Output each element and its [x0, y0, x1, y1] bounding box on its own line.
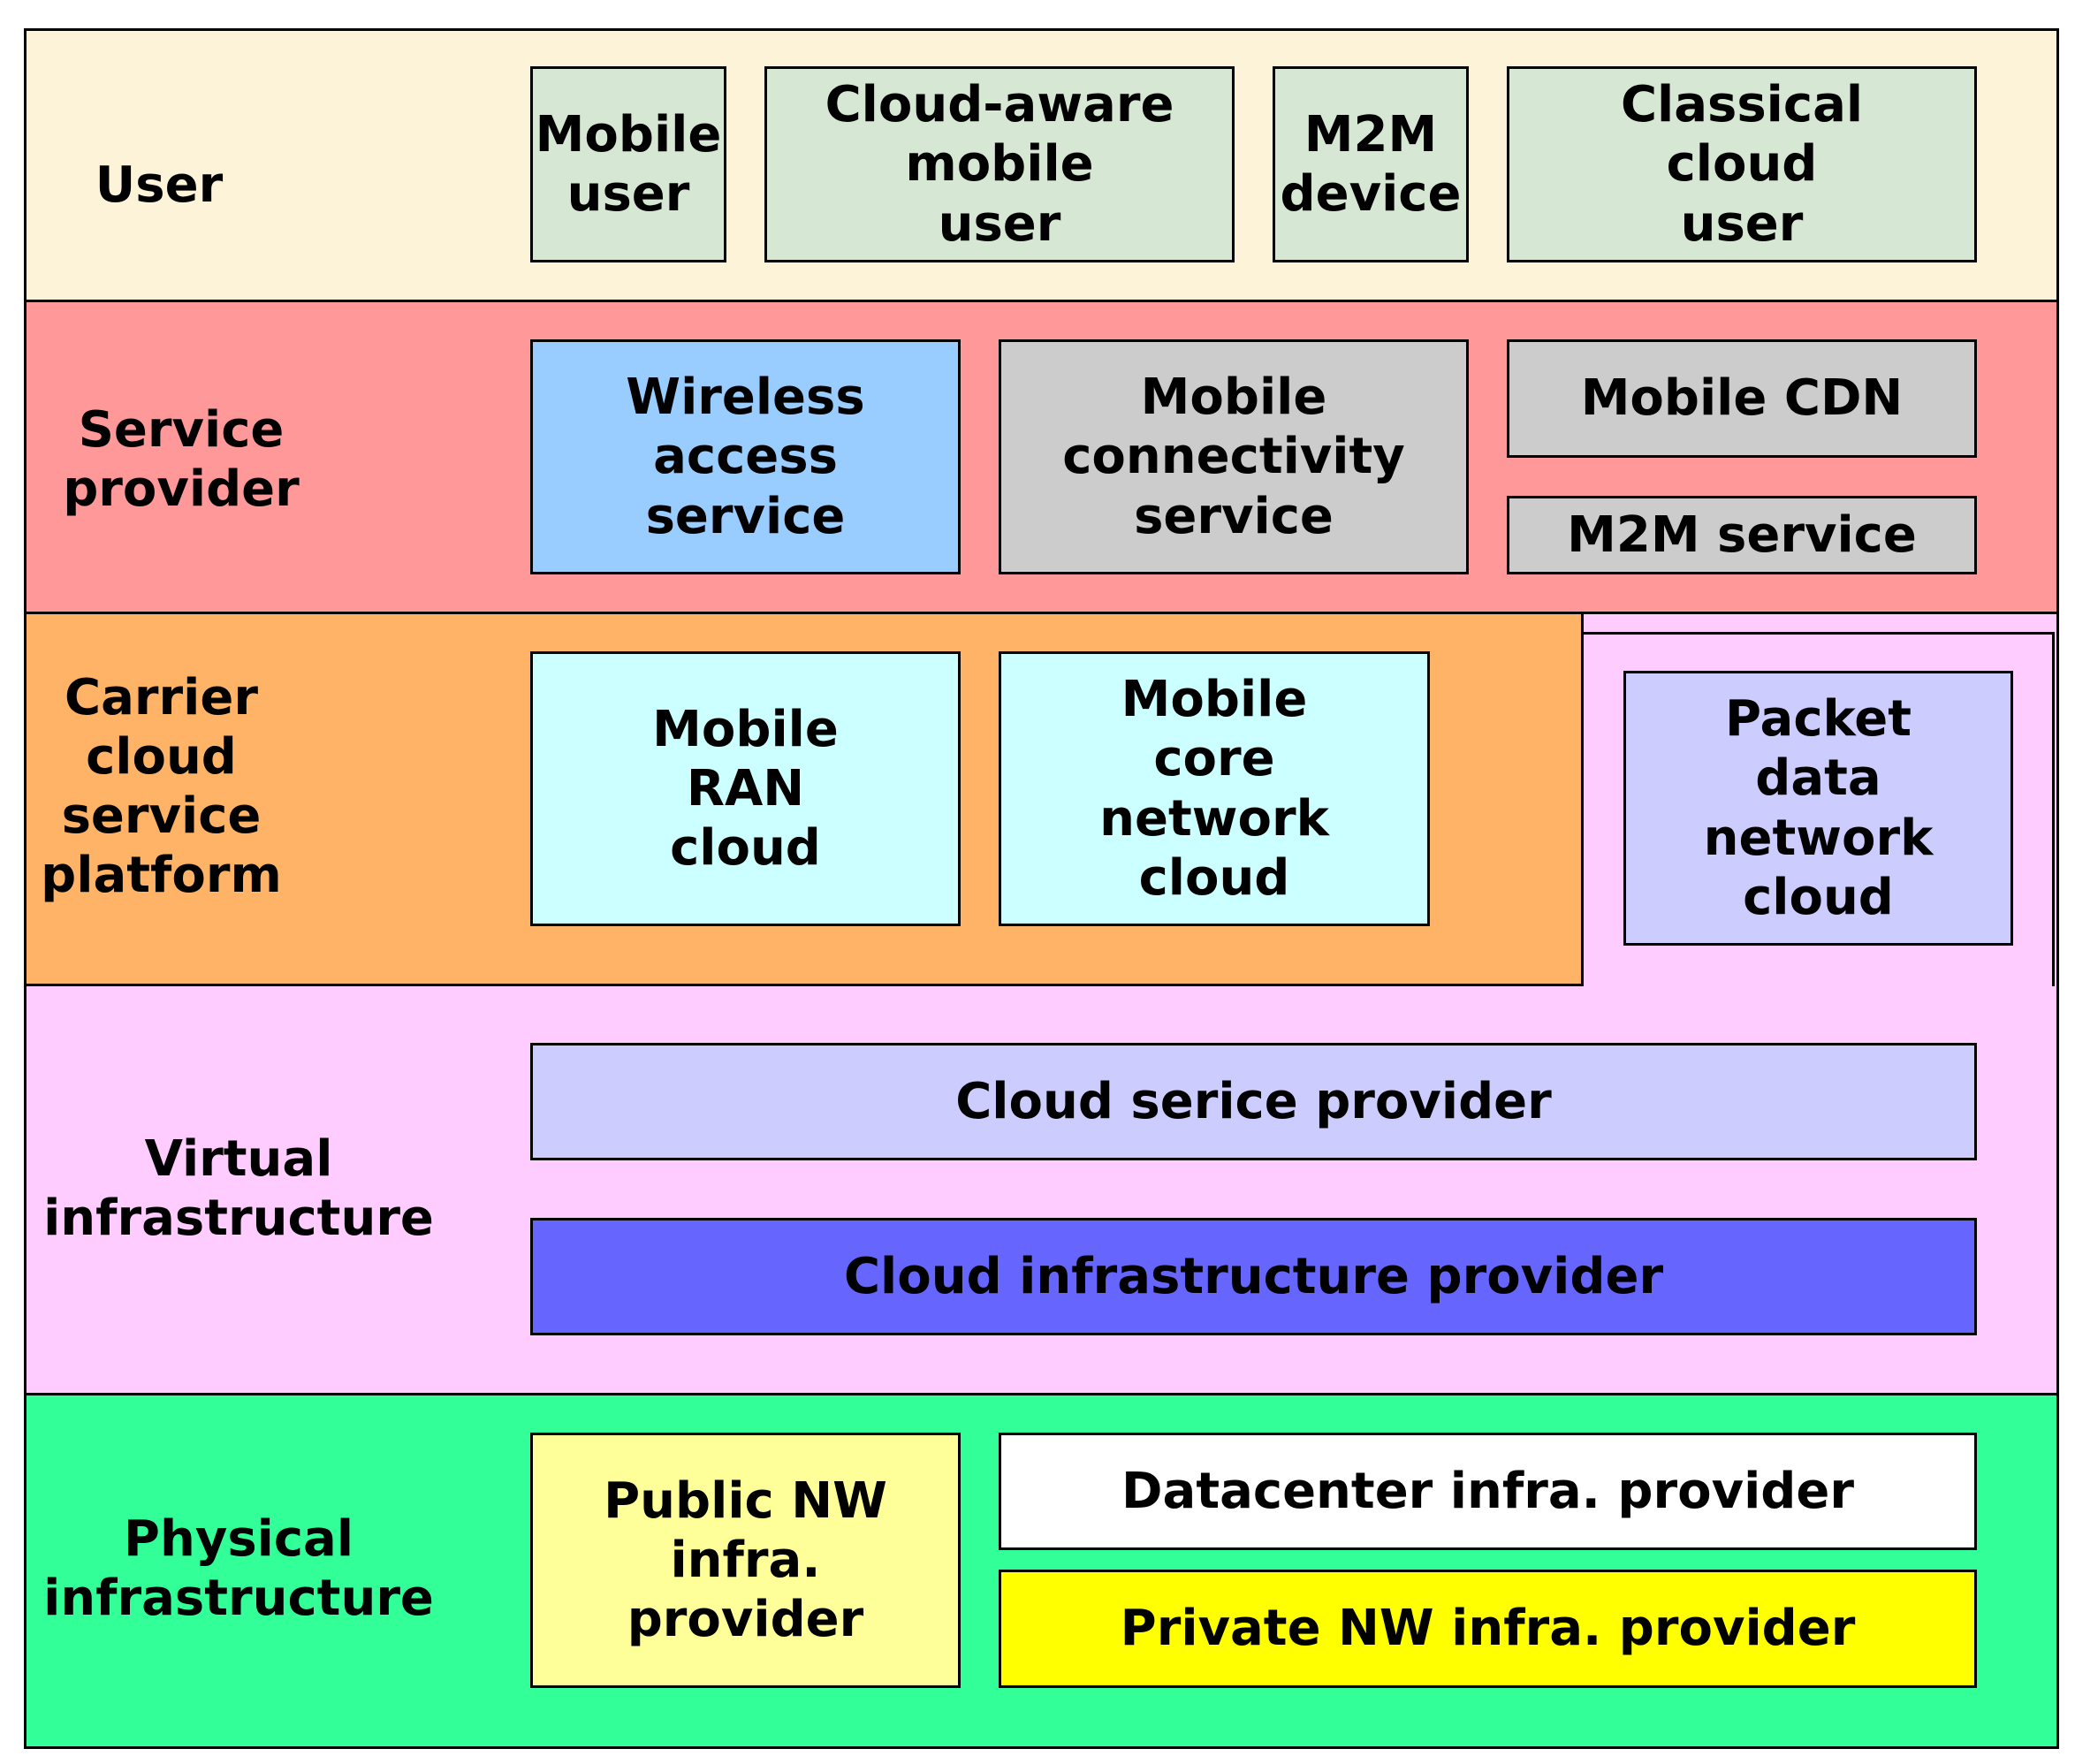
m2m-device-box: M2M device: [1273, 66, 1469, 262]
mobile-connectivity-service-box: Mobile connectivity service: [999, 339, 1469, 574]
wireless-access-service-box: Wireless access service: [530, 339, 961, 574]
datacenter-infra-provider-box: Datacenter infra. provider: [999, 1433, 1977, 1550]
virtual-infrastructure-layer-label: Virtual infrastructure: [43, 1129, 434, 1247]
physical-infrastructure-layer-label: Physical infrastructure: [43, 1509, 434, 1627]
cloud-infrastructure-provider-box: Cloud infrastructure provider: [530, 1218, 1977, 1335]
mobile-cdn-box: Mobile CDN: [1507, 339, 1977, 458]
mobile-user-box: Mobile user: [530, 66, 726, 262]
carrier-cloud-layer-label: Carrier cloud service platform: [41, 668, 282, 905]
public-nw-infra-provider-box: Public NW infra. provider: [530, 1433, 961, 1688]
user-layer-label: User: [95, 156, 224, 215]
packet-data-network-cloud-box: Packet data network cloud: [1623, 671, 2013, 946]
m2m-service-box: M2M service: [1507, 496, 1977, 574]
classical-cloud-user-box: Classical cloud user: [1507, 66, 1977, 262]
service-provider-layer-label: Service provider: [63, 400, 300, 518]
mobile-core-network-cloud-box: Mobile core network cloud: [999, 651, 1430, 926]
mobile-ran-cloud-box: Mobile RAN cloud: [530, 651, 961, 926]
cloud-service-provider-box: Cloud serice provider: [530, 1043, 1977, 1160]
private-nw-infra-provider-box: Private NW infra. provider: [999, 1570, 1977, 1688]
cloud-aware-mobile-user-box: Cloud-aware mobile user: [764, 66, 1235, 262]
